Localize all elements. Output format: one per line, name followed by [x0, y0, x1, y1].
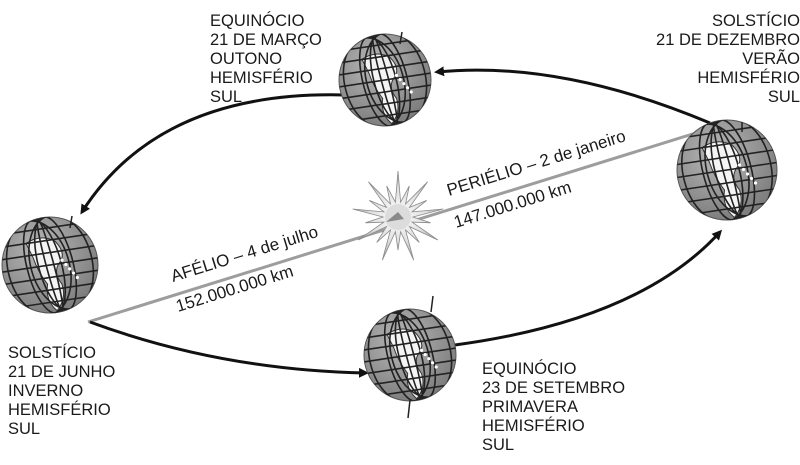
label-line: HEMISFÉRIO: [697, 69, 800, 87]
label-line: HEMISFÉRIO: [210, 69, 313, 87]
label-line: HEMISFÉRIO: [482, 417, 585, 435]
label-september-equinox: EQUINÓCIO 23 DE SETEMBRO PRIMAVERA HEMIS…: [482, 360, 625, 455]
orbit-arrow-december-to-march: [434, 66, 711, 125]
label-line: VERÃO: [742, 50, 800, 68]
label-line: 21 DE JUNHO: [8, 363, 116, 381]
earth-globe-september-icon: [363, 295, 457, 419]
label-june-solstice: SOLSTÍCIO 21 DE JUNHO INVERNO HEMISFÉRIO…: [8, 344, 115, 439]
label-line: SUL: [767, 88, 800, 106]
label-line: INVERNO: [8, 382, 84, 400]
earth-globe-december-icon: [676, 119, 778, 221]
label-line: 23 DE SETEMBRO: [482, 379, 626, 397]
label-line: 21 DE MARÇO: [210, 31, 322, 49]
orbit-arrow-march-to-june: [80, 93, 346, 215]
orbit-arrow-june-to-september: [89, 320, 369, 378]
label-march-equinox: EQUINÓCIO 21 DE MARÇO OUTONO HEMISFÉRIO …: [210, 12, 322, 107]
orbit-diagram: AFÉLIO – 4 de julho 152.000.000 km PERIÉ…: [1, 31, 778, 419]
label-line: SOLSTÍCIO: [711, 12, 800, 30]
label-line: HEMISFÉRIO: [8, 401, 111, 419]
label-line: EQUINÓCIO: [210, 12, 305, 30]
label-line: 21 DE DEZEMBRO: [656, 31, 800, 49]
label-line: SUL: [210, 88, 243, 106]
label-line: SOLSTÍCIO: [8, 344, 97, 362]
label-line: PRIMAVERA: [482, 398, 578, 416]
label-line: EQUINÓCIO: [482, 360, 577, 378]
earth-globe-june-icon: [1, 215, 99, 314]
label-line: OUTONO: [210, 50, 283, 68]
label-december-solstice: SOLSTÍCIO 21 DE DEZEMBRO VERÃO HEMISFÉRI…: [590, 12, 800, 107]
label-line: SUL: [8, 420, 41, 438]
label-line: SUL: [482, 436, 515, 454]
orbit-arrow-september-to-december: [454, 229, 723, 347]
sun-icon: [352, 170, 444, 261]
earth-globe-march-icon: [338, 31, 432, 127]
